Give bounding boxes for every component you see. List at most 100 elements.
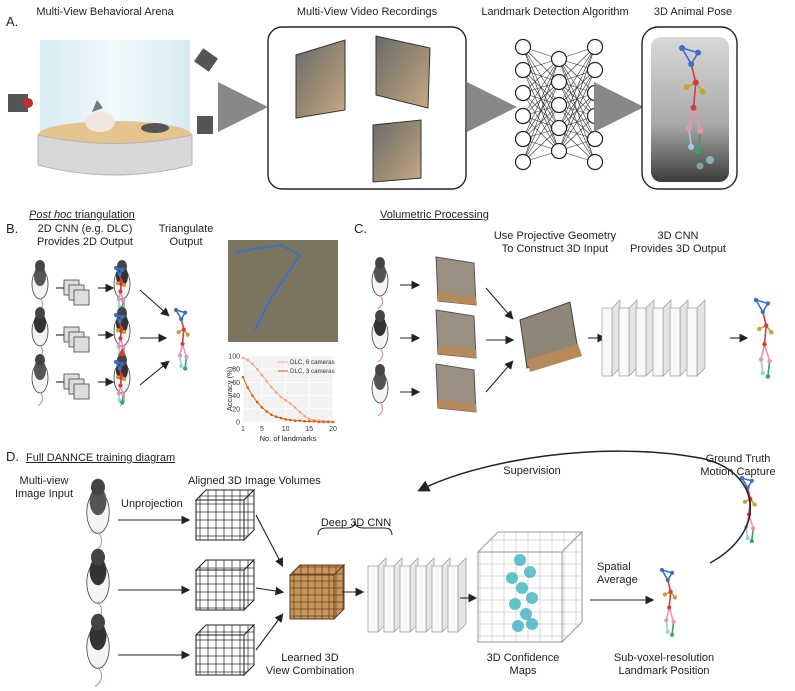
rat-back	[116, 266, 128, 286]
skeleton-joint	[665, 578, 670, 583]
rat-illustration	[31, 307, 49, 360]
chart-point	[331, 420, 335, 424]
cnn-3d-label-2: Provides 3D Output	[630, 243, 726, 255]
image-volume-side	[243, 558, 255, 612]
rat-back	[89, 487, 107, 516]
chart-point	[298, 410, 302, 414]
image-stack-frame	[73, 336, 90, 353]
rat-head	[91, 548, 105, 566]
nn-node	[586, 107, 604, 125]
chart-y-tick-label: 40	[232, 393, 240, 400]
supervision-arrow	[417, 450, 751, 564]
skeleton-joint	[697, 127, 704, 134]
nn-connection	[522, 58, 560, 163]
rat-back	[374, 316, 386, 336]
cnn-layer	[383, 565, 395, 633]
chart-point	[251, 362, 254, 366]
skeleton-joint	[753, 297, 759, 303]
rat-head	[91, 613, 105, 631]
rat-back	[374, 370, 386, 390]
chart-point	[251, 394, 254, 397]
skeleton-joint	[739, 475, 745, 481]
panel-c-label: C.	[354, 221, 367, 236]
nn-connection	[558, 46, 596, 106]
projective-label-2: To Construct 3D Input	[501, 243, 609, 255]
skeleton-joint	[688, 143, 695, 150]
chart-point	[289, 402, 292, 405]
nn-node	[586, 130, 604, 148]
multiview-label-1: Multi-view	[19, 475, 69, 487]
confidence-blob	[526, 592, 538, 604]
rat-back	[89, 557, 107, 586]
chart-point	[317, 420, 321, 424]
rat-illustration	[371, 257, 389, 310]
skeleton-joint	[749, 538, 754, 544]
arrow	[255, 613, 284, 651]
projected-image-floor	[438, 400, 476, 412]
nn-connection	[558, 46, 596, 129]
skeleton-joint	[742, 499, 747, 504]
chart-point	[289, 418, 292, 422]
skeleton-joint	[745, 536, 750, 541]
skeleton-joint	[185, 332, 190, 337]
rat-head	[91, 478, 105, 496]
rat-illustration	[86, 548, 110, 623]
triangulate-label-2: Output	[169, 236, 203, 248]
nn-connection	[522, 127, 560, 163]
cnn-layer	[618, 307, 630, 377]
chart-point	[270, 413, 273, 417]
learned-volume-side	[333, 563, 345, 621]
chart-point	[246, 358, 250, 362]
nn-node	[586, 38, 604, 56]
nn-node	[514, 84, 532, 102]
skeleton-joint	[762, 341, 767, 347]
rat-tail	[94, 666, 103, 688]
video-frame	[295, 39, 346, 119]
unprojection-label: Unprojection	[121, 498, 183, 510]
chart-point	[255, 400, 259, 404]
skeleton-joint	[760, 309, 766, 315]
pose-skeleton	[679, 45, 714, 170]
cnn-layer	[635, 307, 647, 377]
chart-y-tick-label: 80	[232, 367, 240, 374]
panel-b-label: B.	[6, 221, 19, 236]
cnn-layer	[447, 565, 459, 633]
arrow	[255, 514, 284, 567]
chart-legend-label: DLC, 6 cameras	[290, 359, 335, 366]
skeleton-bone	[688, 107, 695, 129]
nn-node	[514, 107, 532, 125]
chart-point	[312, 420, 316, 423]
skeleton-joint	[118, 336, 123, 341]
pose-reflection	[696, 162, 704, 170]
projected-image-floor	[438, 346, 476, 358]
skeleton-joint	[695, 148, 702, 155]
confidence-maps-label-1: 3D Confidence	[486, 652, 560, 664]
rat-illustration	[371, 310, 389, 363]
rat-illustration	[113, 354, 131, 407]
cnn-3d-label-1: 3D CNN	[657, 230, 699, 242]
confidence-blob	[512, 620, 524, 632]
arrow	[139, 289, 170, 317]
cnn-layer	[652, 307, 664, 377]
skeleton-joint	[183, 366, 188, 371]
rat-illustration	[31, 354, 49, 407]
chart-point	[241, 375, 245, 379]
nn-node	[550, 142, 568, 160]
rat-head	[35, 260, 45, 272]
skeleton-joint	[683, 84, 690, 91]
skeleton-joint	[119, 279, 124, 284]
skeleton-joint	[181, 327, 186, 332]
nn-connection	[558, 92, 596, 152]
nn-node	[550, 73, 568, 91]
pose-render-background	[651, 37, 729, 182]
skeleton-joint	[692, 79, 699, 86]
rat-tail	[377, 401, 384, 417]
chart-point	[303, 420, 306, 423]
skeleton-joint	[119, 326, 124, 331]
chart-x-tick-label: 20	[329, 426, 337, 433]
chart-x-tick-label: 15	[305, 426, 313, 433]
cnn-layer	[367, 565, 379, 633]
skeleton-joint	[120, 267, 125, 272]
chart-point	[322, 420, 325, 424]
